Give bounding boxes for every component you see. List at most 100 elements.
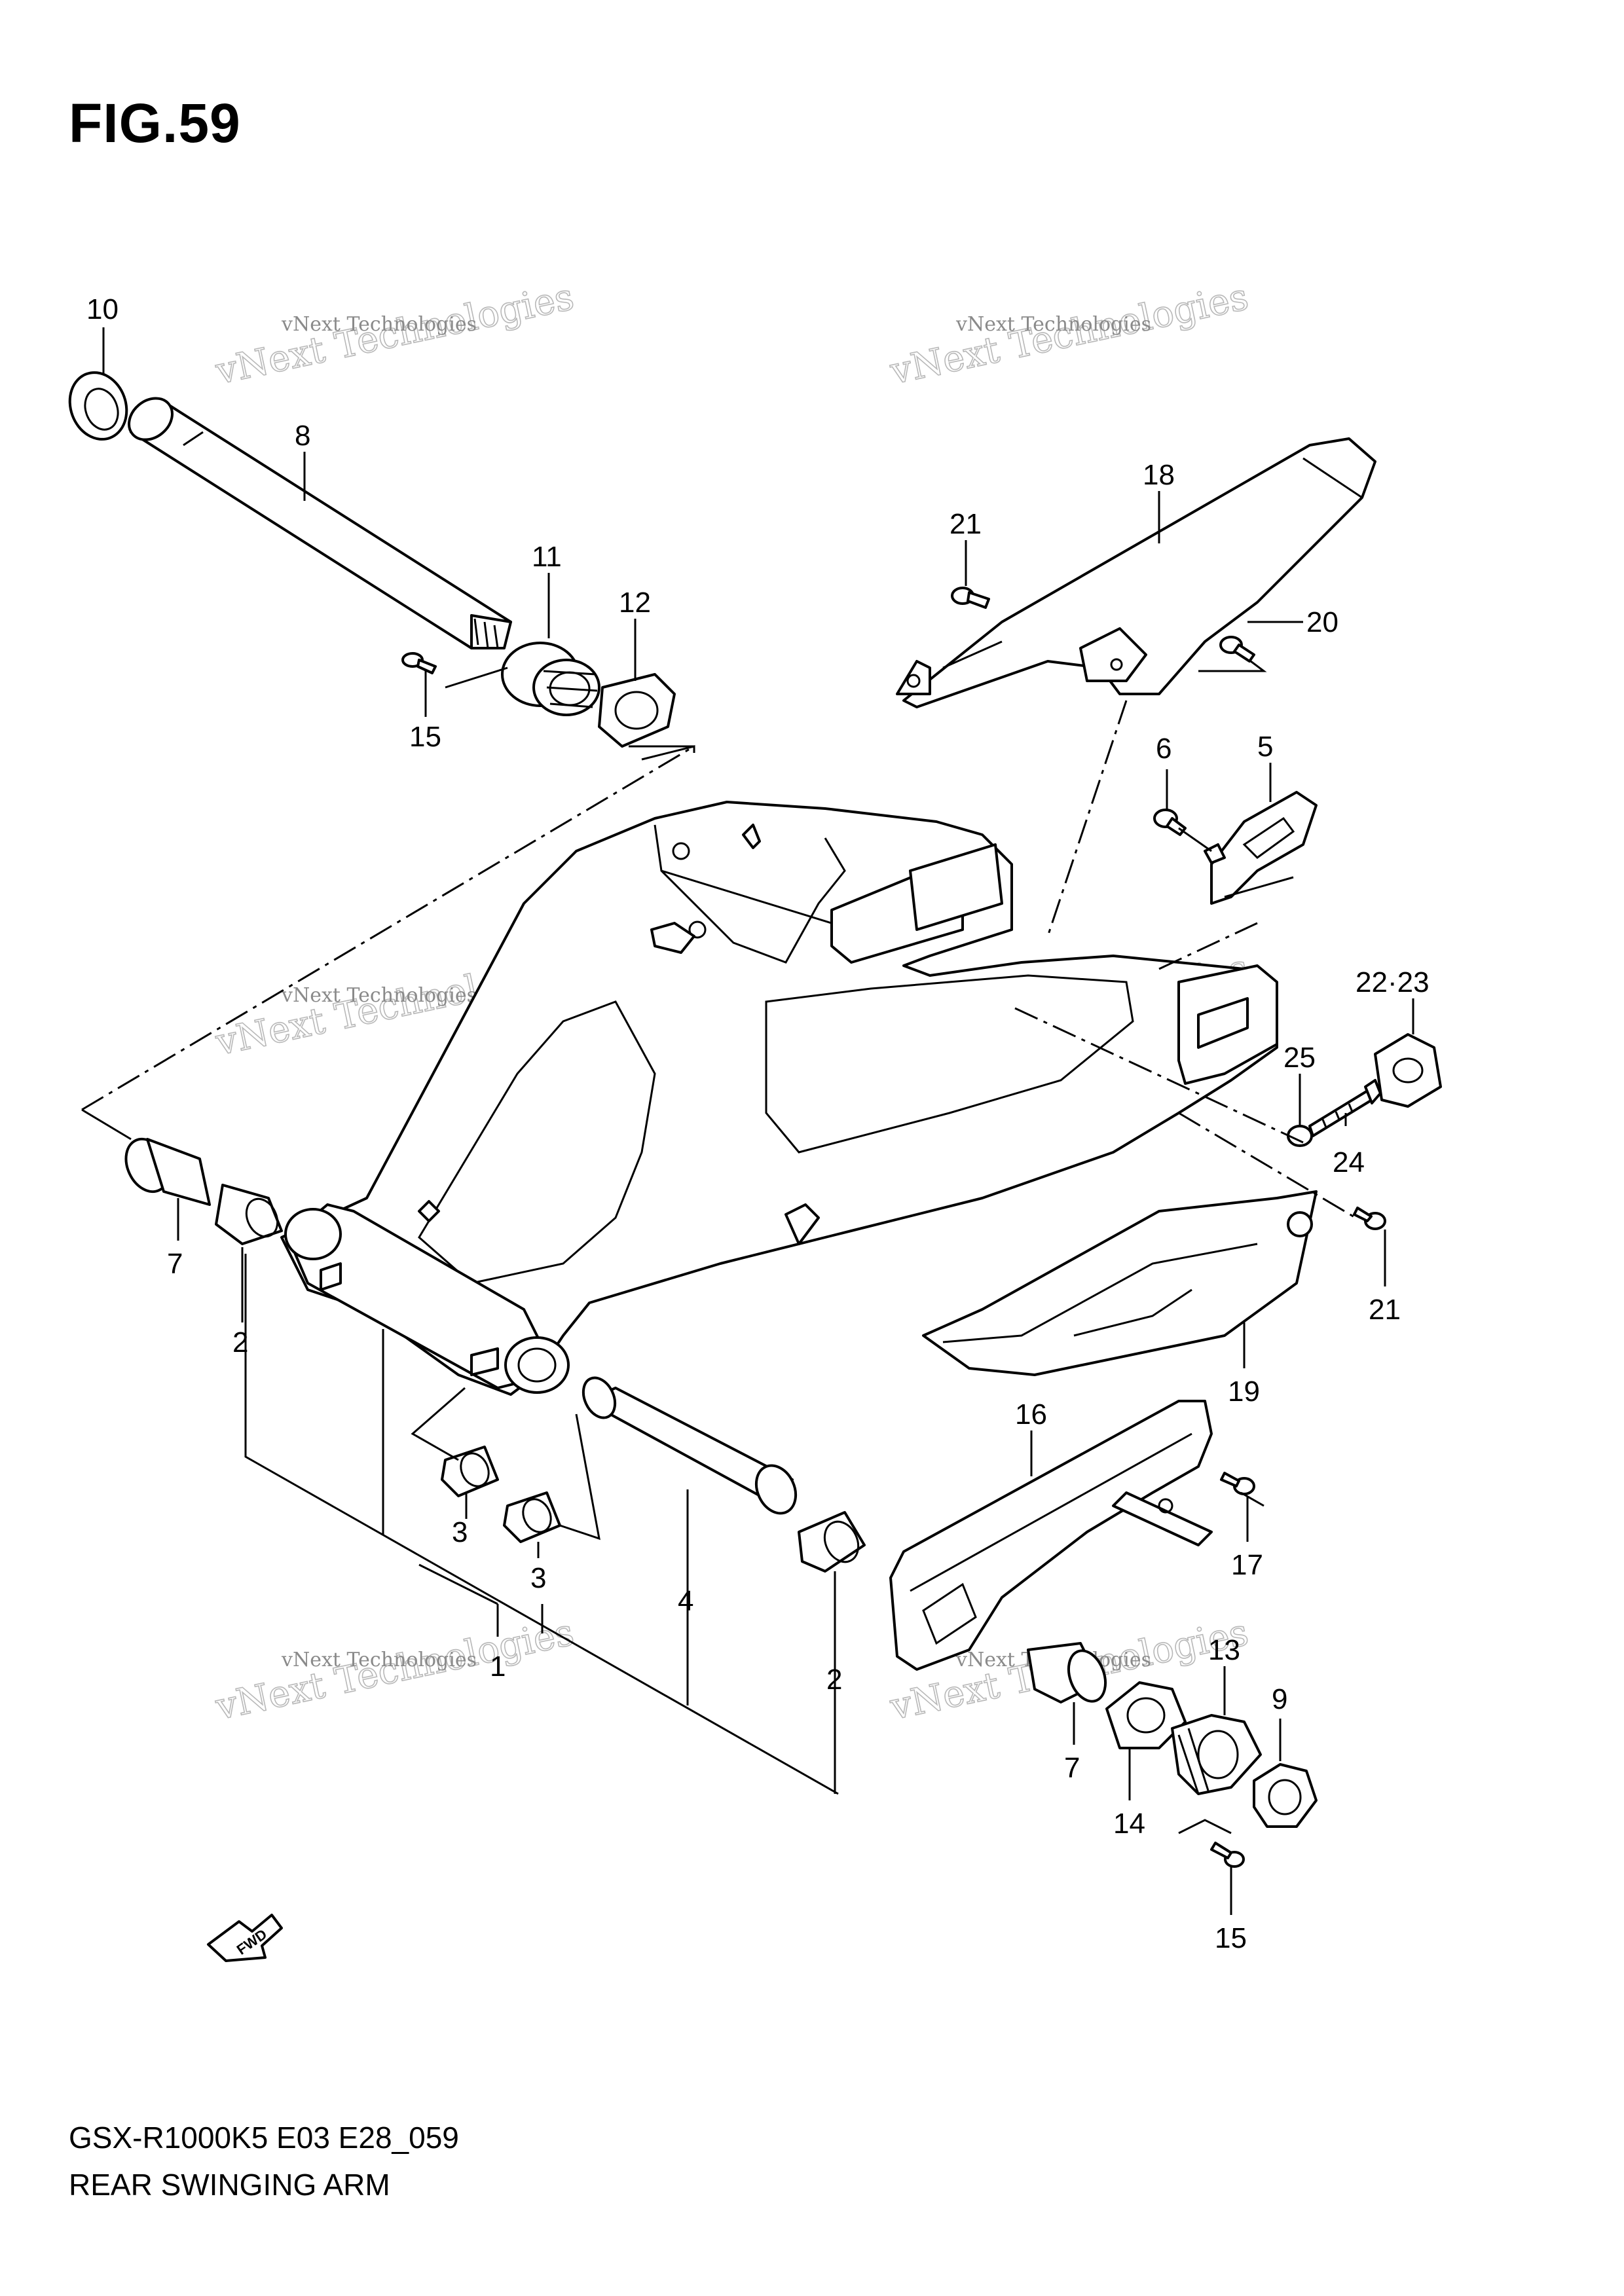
bolt — [1219, 636, 1255, 663]
lock-nut — [598, 673, 676, 748]
svg-text:22·23: 22·23 — [1356, 966, 1430, 998]
callout-2: 2 — [826, 1578, 842, 1696]
bolt — [1220, 1472, 1255, 1495]
bolt — [1153, 809, 1187, 836]
svg-text:12: 12 — [619, 587, 651, 619]
callout-16: 16 — [1015, 1398, 1047, 1476]
assembly-lines — [81, 660, 1356, 1834]
svg-text:24: 24 — [1333, 1146, 1365, 1178]
callout-17: 17 — [1231, 1496, 1263, 1581]
svg-text:6: 6 — [1156, 733, 1172, 765]
svg-text:15: 15 — [409, 721, 441, 753]
pivot-adjuster — [501, 642, 600, 716]
svg-text:5: 5 — [1257, 731, 1273, 763]
callout-4: 4 — [678, 1499, 693, 1617]
chain-cover — [896, 437, 1376, 708]
dust-seal — [124, 1137, 211, 1206]
needle-bearing — [215, 1184, 283, 1245]
watermark: vNext Technologies vNext Technologies — [211, 1611, 578, 1729]
svg-text:1: 1 — [490, 1650, 506, 1683]
needle-bearing — [441, 1446, 499, 1497]
lock-nut — [1105, 1681, 1187, 1749]
svg-text:16: 16 — [1015, 1398, 1047, 1430]
callout-10: 10 — [86, 293, 119, 373]
callout-5: 5 — [1257, 731, 1273, 802]
svg-text:vNext Technologies: vNext Technologies — [281, 1649, 477, 1671]
svg-text:3: 3 — [530, 1562, 546, 1594]
needle-bearing — [798, 1511, 866, 1573]
pivot-shaft — [128, 397, 512, 649]
callout-15: 15 — [409, 671, 441, 753]
svg-text:7: 7 — [167, 1248, 183, 1280]
callout-15: 15 — [1215, 1866, 1247, 1954]
callout-2: 2 — [232, 1247, 248, 1358]
oil-seal — [68, 371, 128, 441]
callout-25: 25 — [1283, 1042, 1316, 1126]
svg-text:13: 13 — [1208, 1634, 1240, 1666]
figure-title: FIG.59 — [69, 92, 241, 154]
watermark: vNext Technologies vNext Technologies — [885, 275, 1252, 393]
svg-text:15: 15 — [1215, 1922, 1247, 1954]
bolt — [1353, 1207, 1386, 1230]
swing-arm-body — [280, 801, 1278, 1396]
callout-8: 8 — [295, 420, 310, 501]
svg-text:25: 25 — [1283, 1042, 1316, 1074]
callouts: 1 2 2 3 3 4 5 6 — [86, 293, 1430, 1954]
adjuster-bolt — [1308, 1079, 1382, 1137]
callout-7: 7 — [1064, 1702, 1080, 1784]
svg-text:21: 21 — [950, 508, 982, 540]
svg-text:20: 20 — [1306, 606, 1338, 638]
svg-text:17: 17 — [1231, 1549, 1263, 1581]
svg-text:19: 19 — [1228, 1376, 1260, 1408]
watermark: vNext Technologies vNext Technologies — [211, 275, 578, 393]
callout-3: 3 — [530, 1542, 546, 1594]
callout-13: 13 — [1208, 1634, 1240, 1715]
fwd-arrow-icon: FWD — [207, 1914, 283, 1962]
chain-adjuster — [1374, 1033, 1442, 1108]
callout-6: 6 — [1156, 733, 1172, 811]
callout-9: 9 — [1272, 1683, 1287, 1761]
svg-text:10: 10 — [86, 293, 119, 325]
callout-18: 18 — [1143, 459, 1175, 543]
svg-text:9: 9 — [1272, 1683, 1287, 1715]
dust-seal — [1027, 1642, 1107, 1704]
bolt — [951, 587, 990, 609]
svg-text:14: 14 — [1113, 1808, 1145, 1840]
callout-1: 1 — [418, 1563, 544, 1683]
diagram-code: GSX-R1000K5 E03 E28_059 — [69, 2121, 459, 2155]
bolt — [1210, 1842, 1245, 1868]
svg-text:8: 8 — [295, 420, 310, 452]
svg-text:vNext Technologies: vNext Technologies — [281, 984, 477, 1007]
svg-text:vNext Technologies: vNext Technologies — [955, 313, 1151, 336]
callout-22-23: 22·23 — [1356, 966, 1430, 1034]
callout-24: 24 — [1333, 1113, 1365, 1178]
svg-text:21: 21 — [1369, 1294, 1401, 1326]
callout-20: 20 — [1247, 606, 1338, 638]
adjuster-nut — [1287, 1125, 1313, 1147]
callout-12: 12 — [619, 587, 651, 681]
diagram-name: REAR SWINGING ARM — [69, 2168, 390, 2202]
chain-guard — [922, 1190, 1318, 1376]
callout-11: 11 — [532, 541, 562, 638]
needle-bearing — [503, 1491, 561, 1543]
spacer — [581, 1376, 798, 1515]
cap-nut — [1253, 1763, 1318, 1828]
svg-text:3: 3 — [452, 1516, 468, 1548]
svg-text:2: 2 — [826, 1664, 842, 1696]
callout-3: 3 — [452, 1493, 468, 1548]
bolt — [401, 652, 437, 674]
callout-21: 21 — [950, 508, 982, 586]
svg-text:2: 2 — [232, 1326, 248, 1358]
callout-21: 21 — [1369, 1230, 1401, 1326]
svg-text:18: 18 — [1143, 459, 1175, 491]
svg-text:7: 7 — [1064, 1752, 1080, 1784]
svg-text:4: 4 — [678, 1585, 693, 1617]
callout-19: 19 — [1228, 1322, 1260, 1408]
svg-text:vNext Technologies: vNext Technologies — [281, 313, 477, 336]
svg-text:11: 11 — [532, 541, 562, 573]
callout-7: 7 — [167, 1198, 183, 1280]
callout-14: 14 — [1113, 1748, 1145, 1840]
chain-slider — [889, 1400, 1213, 1671]
pivot-adjuster — [1171, 1714, 1262, 1795]
